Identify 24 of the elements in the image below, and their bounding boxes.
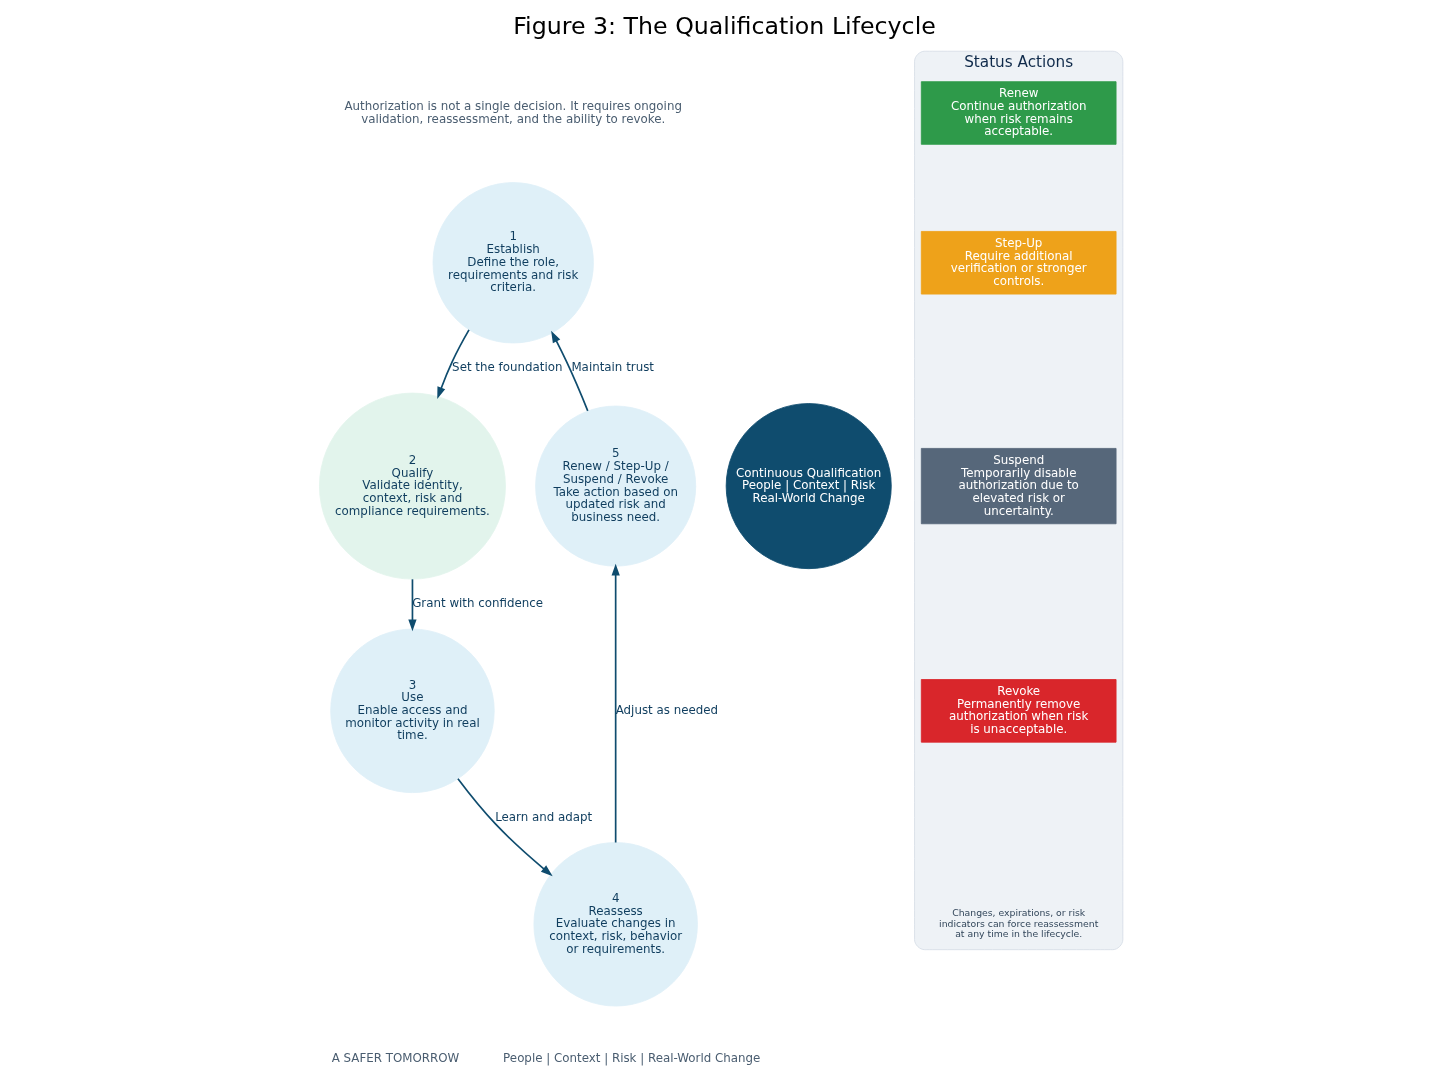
arrow [611,563,620,844]
label: Authorization is not a single decision. It requires ongoing validation, reassessment, and the ability to revoke. [343,98,682,126]
arrow [436,329,470,399]
node-circle: 2 Qualify Validate identity, context, risk and compliance requirements. [318,392,506,580]
node-circle: Continuous Qualification People | Context | Risk Real-World Change [725,403,892,570]
arrow [407,578,417,632]
edge-label: Adjust as needed [615,702,718,717]
edge-label: Maintain trust [570,360,654,375]
node-box: Step-Up Require additional verification or stronger controls. [920,231,1116,295]
label: People | Context | Risk | Real-World Change [502,1051,760,1066]
arrow [550,330,589,412]
label: A SAFER TOMORROW [331,1051,459,1066]
node-box: Suspend Temporarily disable authorization due to elevated risk or uncertainty. [920,448,1116,525]
node-circle: 4 Reassess Evaluate changes in context, risk, behavior or requirements. [533,842,698,1007]
arrow [456,777,553,877]
node-box: Renew Continue authorization when risk remains acceptable. [920,81,1116,145]
edge-label: Set the foundation [451,360,562,375]
node-circle: 5 Renew / Step-Up / Suspend / Revoke Take action based on updated risk and business need. [534,405,696,567]
label: Changes, expirations, or risk indicators can force reassessment at any time in the lifecycle. [938,907,1098,939]
node-box: Revoke Permanently remove authorization when risk is unacceptable. [920,679,1116,743]
edge-label: Grant with confidence [411,596,543,611]
node-circle: 3 Use Enable access and monitor activity in real time. [329,628,495,794]
diagram-title: Figure 3: The Qualification Lifecycle [512,11,936,40]
edge-label: Learn and adapt [494,809,592,824]
